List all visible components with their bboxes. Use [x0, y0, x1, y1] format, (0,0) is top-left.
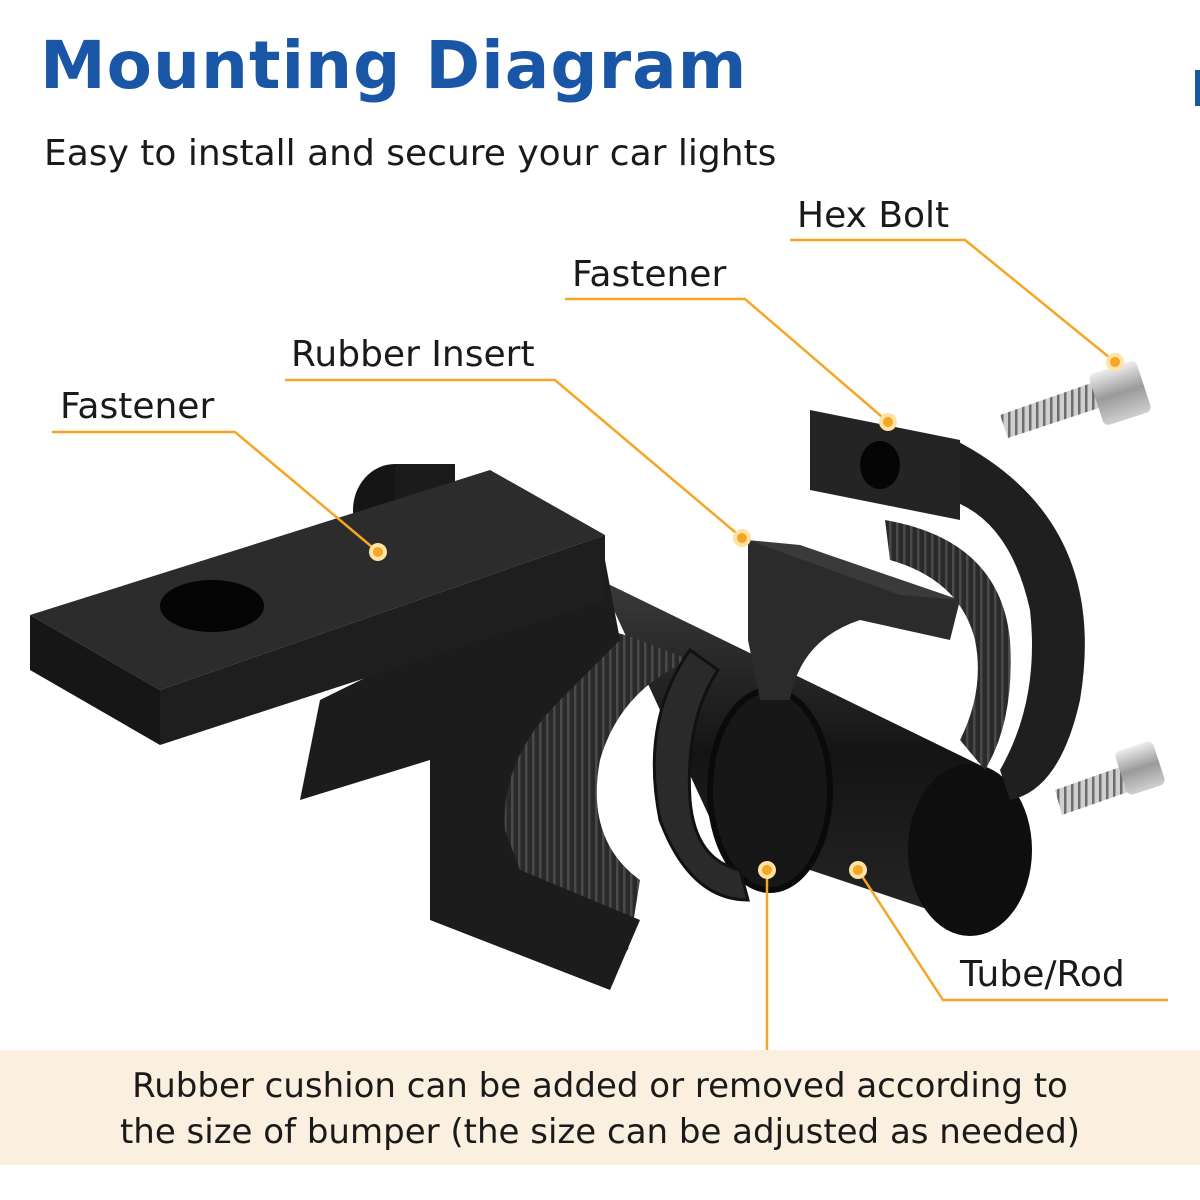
hex-bolt-top-shape [1000, 361, 1151, 438]
callout-dot-fastener-left [369, 543, 387, 561]
callout-line-rubber-insert [285, 378, 743, 539]
label-rubber-insert: Rubber Insert [291, 334, 535, 375]
footer-note-line-2: the size of bumper (the size can be adju… [119, 1112, 1081, 1152]
right-fastener-shape [810, 410, 1085, 800]
callout-line-fastener-left [52, 430, 379, 553]
callout-dot-fastener-right [879, 413, 897, 431]
footer-note: Rubber cushion can be added or removed a… [0, 1063, 1200, 1155]
callout-dot-rubber-insert [733, 529, 751, 547]
edge-accent [1195, 70, 1200, 106]
label-tube-rod: Tube/Rod [960, 954, 1125, 995]
footer-note-line-1: Rubber cushion can be added or removed a… [132, 1066, 1068, 1106]
left-fastener-shape [30, 470, 690, 990]
page-subtitle: Easy to install and secure your car ligh… [44, 133, 777, 174]
hex-bolt-bottom-shape [1055, 741, 1165, 815]
callout-line-fastener-right [565, 297, 889, 423]
callout-dot-tube-rod [849, 861, 867, 879]
callout-dot-hex-bolt [1106, 353, 1124, 371]
callout-dot-rubber-cushion [758, 861, 776, 879]
callout-dots [369, 353, 1124, 879]
callout-lines [52, 238, 1168, 1052]
label-hex-bolt: Hex Bolt [797, 195, 950, 236]
label-fastener-right: Fastener [572, 254, 727, 295]
callout-line-tube-rod [856, 869, 1168, 1002]
rubber-insert-shape [652, 540, 960, 902]
page-title: Mounting Diagram [40, 27, 748, 104]
callout-line-hex-bolt [790, 238, 1116, 363]
label-fastener-left: Fastener [60, 386, 215, 427]
footer-banner [0, 1050, 1200, 1165]
